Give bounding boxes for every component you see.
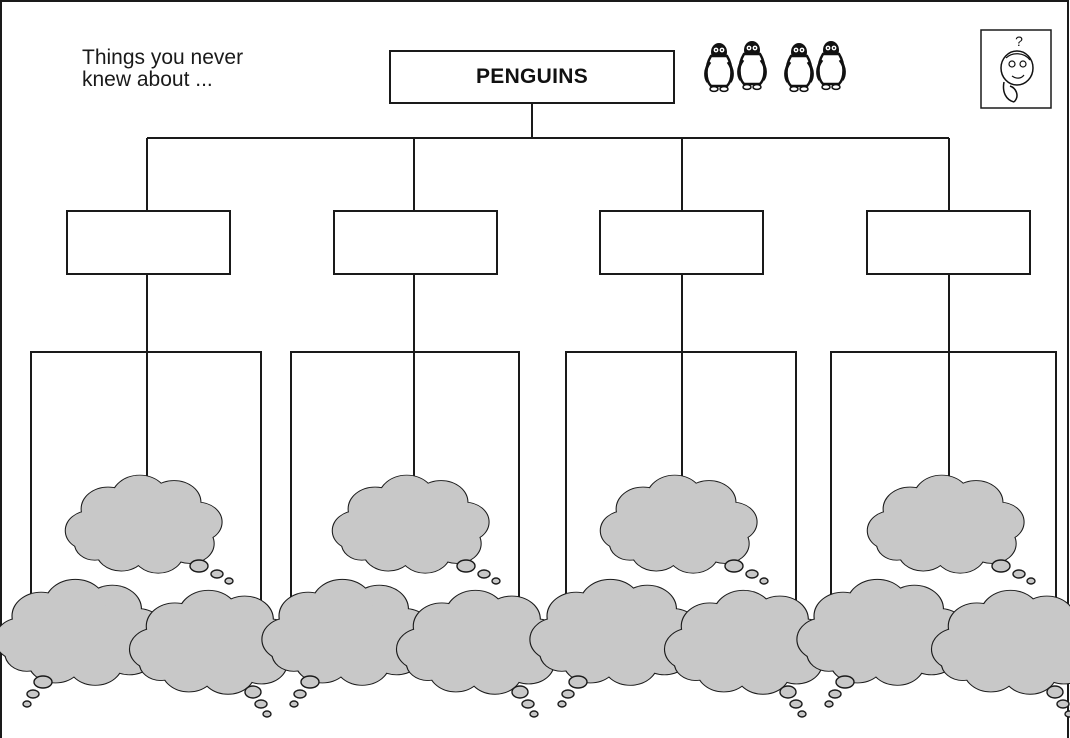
topic-box-1[interactable] xyxy=(66,210,231,275)
thought-cloud[interactable] xyxy=(331,474,501,585)
thought-bubble xyxy=(1026,577,1036,585)
thought-bubble xyxy=(521,699,535,709)
thought-bubble xyxy=(557,700,567,708)
diagram-title: PENGUINS xyxy=(475,65,589,88)
thought-bubble xyxy=(224,577,234,585)
thought-bubble xyxy=(1064,710,1070,718)
thought-bubble xyxy=(477,569,491,579)
thought-bubble xyxy=(1056,699,1070,709)
thought-bubble xyxy=(289,700,299,708)
thought-cloud[interactable] xyxy=(663,589,832,718)
thought-bubble xyxy=(789,699,803,709)
thought-bubble xyxy=(511,685,529,699)
thought-bubble xyxy=(456,559,476,573)
title-box: PENGUINS xyxy=(389,50,675,104)
thought-bubble xyxy=(824,700,834,708)
thought-bubble xyxy=(26,689,40,699)
thought-bubble xyxy=(797,710,807,718)
intro-line-2: knew about ... xyxy=(82,68,213,91)
thought-cloud[interactable] xyxy=(395,589,564,718)
thought-cloud[interactable] xyxy=(0,578,165,708)
thought-bubble xyxy=(293,689,307,699)
thought-cloud[interactable] xyxy=(128,589,297,718)
thought-bubble xyxy=(22,700,32,708)
cloud-group-3 xyxy=(529,474,832,718)
thought-clouds xyxy=(0,474,1070,718)
topic-box-2[interactable] xyxy=(333,210,498,275)
topic-box-4[interactable] xyxy=(866,210,1031,275)
thought-bubble xyxy=(561,689,575,699)
thought-bubble xyxy=(244,685,262,699)
thought-bubble xyxy=(189,559,209,573)
connector-lines xyxy=(30,104,1057,605)
thought-bubble xyxy=(724,559,744,573)
intro-text: Things you never knew about ... xyxy=(82,47,243,91)
thought-bubble xyxy=(254,699,268,709)
thought-cloud[interactable] xyxy=(796,578,967,708)
intro-line-1: Things you never xyxy=(82,46,244,69)
thought-bubble xyxy=(568,675,588,689)
topic-box-3[interactable] xyxy=(599,210,764,275)
thought-bubble xyxy=(745,569,759,579)
penguin-icon xyxy=(704,39,846,93)
thought-bubble xyxy=(835,675,855,689)
thought-bubble xyxy=(262,710,272,718)
cloud-group-4 xyxy=(796,474,1070,718)
thought-bubble xyxy=(991,559,1011,573)
thought-bubble xyxy=(828,689,842,699)
thought-bubble xyxy=(1046,685,1064,699)
thought-cloud[interactable] xyxy=(261,578,432,708)
thought-bubble xyxy=(300,675,320,689)
thought-cloud[interactable] xyxy=(529,578,700,708)
thought-bubble xyxy=(1012,569,1026,579)
thought-bubble xyxy=(759,577,769,585)
svg-text:?: ? xyxy=(1015,33,1023,49)
thought-bubble xyxy=(33,675,53,689)
thought-cloud[interactable] xyxy=(64,474,234,585)
thought-bubble xyxy=(491,577,501,585)
thought-cloud[interactable] xyxy=(866,474,1036,585)
thought-bubble xyxy=(529,710,539,718)
cloud-group-1 xyxy=(0,474,297,718)
thinking-head-icon: ? xyxy=(980,29,1052,109)
thought-bubble xyxy=(779,685,797,699)
thought-cloud[interactable] xyxy=(930,589,1070,718)
thought-cloud[interactable] xyxy=(599,474,769,585)
cloud-group-2 xyxy=(261,474,564,718)
thought-bubble xyxy=(210,569,224,579)
